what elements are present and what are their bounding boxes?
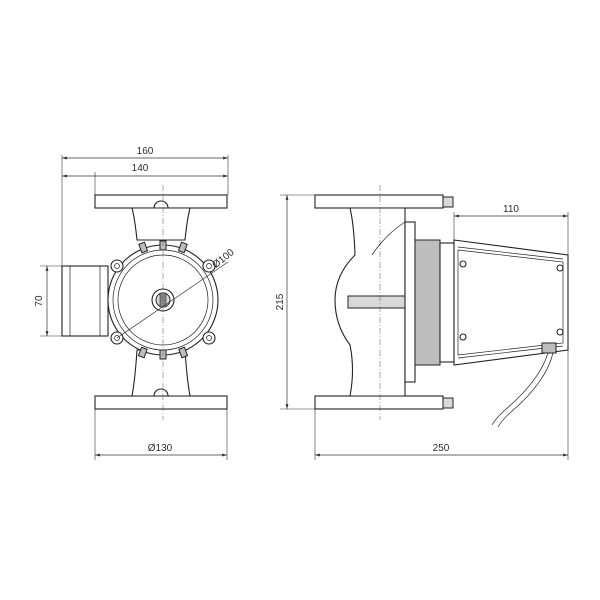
front-side-port	[61, 265, 109, 337]
dim-label-250: 250	[433, 443, 450, 454]
dim-label-d100: Ø100	[210, 247, 236, 271]
side-cable-gland	[541, 342, 557, 354]
front-bottom-flange	[94, 395, 228, 410]
side-top-flange	[314, 194, 444, 209]
front-top-bolt	[153, 200, 169, 209]
front-bottom-neck	[131, 349, 191, 397]
side-cable	[491, 352, 549, 426]
dim-label-140: 140	[132, 163, 149, 174]
side-mount-plate	[404, 221, 416, 383]
side-top-nut	[442, 196, 454, 208]
dim-label-d130: Ø130	[148, 443, 173, 454]
side-bottom-nut	[442, 397, 454, 409]
side-shaft	[347, 295, 407, 309]
front-top-neck	[131, 207, 191, 241]
front-diameter-line	[116, 261, 229, 339]
side-dimensions: 215 110 250	[275, 194, 569, 460]
dim-label-215: 215	[275, 293, 286, 310]
front-screw-lugs	[110, 259, 216, 345]
side-view	[314, 185, 569, 428]
side-motor-collar	[439, 242, 455, 363]
side-flange-disc	[414, 239, 441, 366]
side-bottom-flange	[314, 395, 444, 410]
dim-label-110: 110	[503, 204, 519, 215]
dim-label-70: 70	[34, 295, 45, 307]
dim-label-160: 160	[137, 146, 154, 157]
front-bottom-bolt	[153, 388, 169, 397]
front-view	[61, 185, 229, 420]
